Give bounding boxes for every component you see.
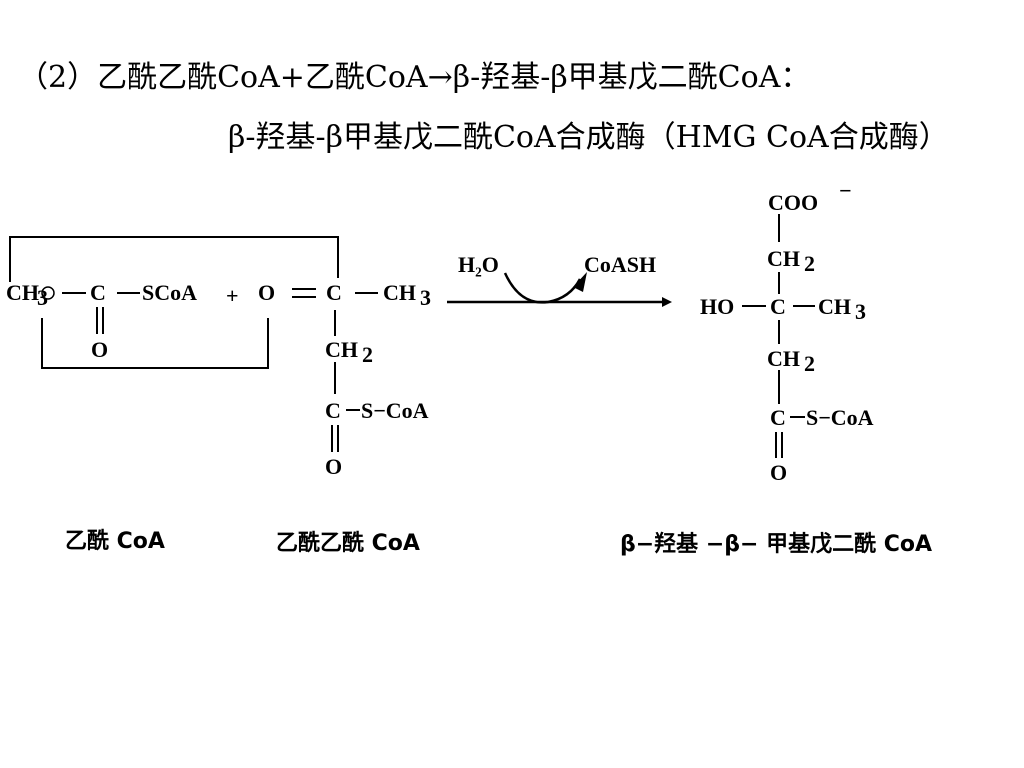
sub-2-c: 2: [804, 351, 815, 376]
sub-3-c: 3: [855, 299, 866, 324]
acetoacetyl-o2-label: O: [325, 454, 342, 479]
caption-acetoacetyl-coa: 乙酰乙酰 CoA: [276, 531, 420, 556]
product-ch2b-label: CH: [767, 346, 800, 371]
sub-2-a: 2: [362, 342, 373, 367]
product-c2-label: C: [770, 405, 786, 430]
caption-hmg-coa: β−羟基 −β− 甲基戊二酰 CoA: [620, 531, 932, 557]
product-charge: −: [839, 178, 852, 203]
reaction-arrow-head: [662, 297, 672, 307]
product-ch2a-label: CH: [767, 246, 800, 271]
caption-acetyl-coa: 乙酰 CoA: [65, 529, 165, 554]
product-c-label: C: [770, 294, 786, 319]
plus-sign: +: [226, 283, 239, 308]
product-coo-label: COO: [768, 190, 818, 215]
acetyl-o-label: O: [91, 337, 108, 362]
acetoacetyl-scoa-label: S−CoA: [361, 398, 429, 423]
product-o-label: O: [770, 460, 787, 485]
methyl-marker: [41, 286, 55, 300]
acetoacetyl-ch3-label: CH: [383, 280, 416, 305]
bracket-bottom: [41, 318, 269, 369]
acetoacetyl-c1-label: C: [326, 280, 342, 305]
acetoacetyl-o-label: O: [258, 280, 275, 305]
water-label: H₂O: [458, 252, 499, 277]
acetoacetyl-ch2-label: CH: [325, 337, 358, 362]
bracket-top: [9, 236, 339, 282]
coash-arrow-head: [573, 272, 587, 292]
acetyl-ch3-label: CH: [6, 280, 39, 305]
sub-3-b: 3: [420, 285, 431, 310]
acetyl-c-label: C: [90, 280, 106, 305]
title-reaction: （2）乙酰乙酰CoA+乙酰CoA→β-羟基-β甲基戊二酰CoA：: [18, 60, 811, 95]
product-ho-label: HO: [700, 294, 734, 319]
product-ch3-label: CH: [818, 294, 851, 319]
coash-label: CoASH: [584, 252, 656, 277]
reaction-curve: [503, 272, 582, 304]
acetyl-scoa-label: SCoA: [142, 280, 197, 305]
acetoacetyl-c2-label: C: [325, 398, 341, 423]
sub-2-b: 2: [804, 251, 815, 276]
sub-3-a: 3: [37, 285, 48, 310]
title-enzyme: β-羟基-β甲基戊二酰CoA合成酶（HMG CoA合成酶）: [228, 120, 949, 155]
product-scoa-label: S−CoA: [806, 405, 874, 430]
